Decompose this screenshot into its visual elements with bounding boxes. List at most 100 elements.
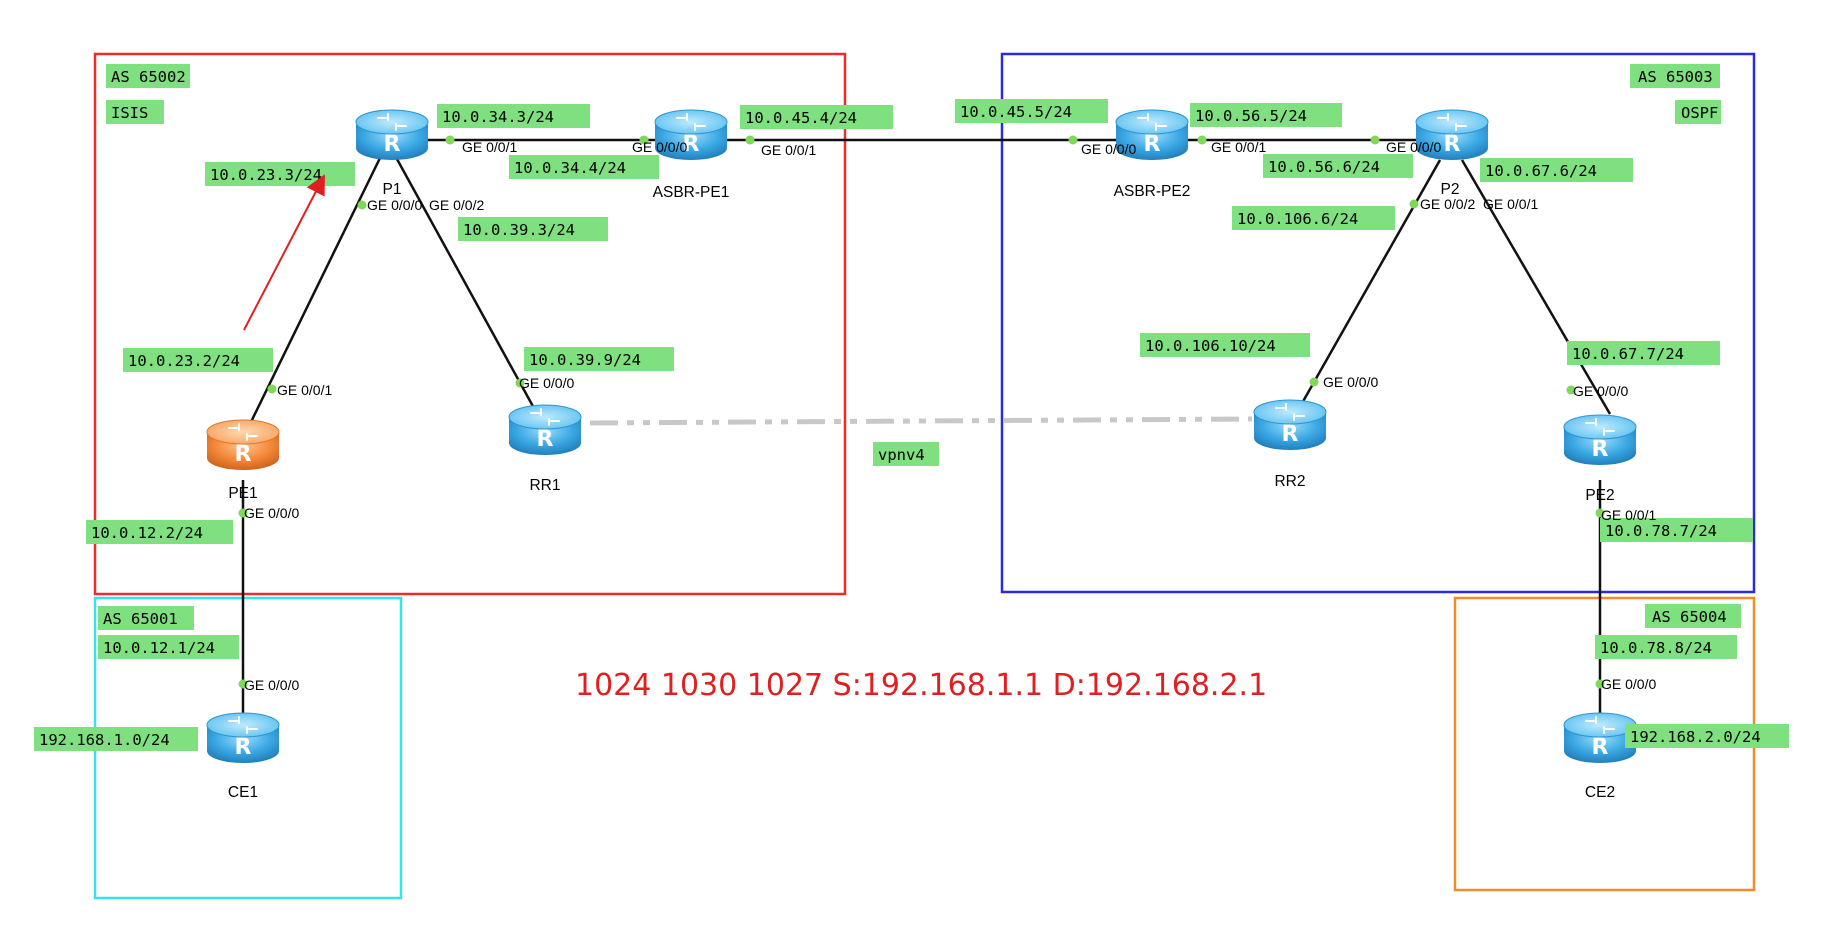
router-label: CE1 (228, 784, 258, 801)
router-label: ASBR-PE2 (1114, 183, 1191, 200)
port-label: GE 0/0/2 (429, 197, 484, 213)
port-dot (1309, 377, 1319, 387)
as-65003-region (1000, 52, 1756, 594)
port-label: GE 0/0/0 (244, 677, 299, 693)
router-glyph: R (537, 427, 554, 452)
as-65004-label: AS 65004 (1645, 604, 1741, 628)
router-label: PE1 (228, 485, 257, 502)
port-label: GE 0/0/1 (277, 382, 332, 398)
svg-text:10.0.39.9/24: 10.0.39.9/24 (529, 351, 641, 369)
port-dot (745, 135, 755, 145)
link-p1-rr1 (390, 149, 537, 411)
router-ce1[interactable]: R CE1 (206, 712, 280, 801)
port-label: GE 0/0/1 (1483, 196, 1538, 212)
router-label: RR2 (1274, 473, 1305, 490)
svg-text:10.0.106.6/24: 10.0.106.6/24 (1237, 210, 1358, 228)
port-dot (1197, 135, 1207, 145)
as-labels: AS 65002 ISIS AS 65003 OSPF AS 65001 AS … (98, 64, 1741, 630)
router-glyph: R (1444, 132, 1461, 157)
svg-text:10.0.34.3/24: 10.0.34.3/24 (442, 108, 554, 126)
router-icon-blue: R (1415, 109, 1489, 160)
port-dot (1409, 199, 1419, 209)
svg-text:10.0.56.5/24: 10.0.56.5/24 (1195, 107, 1307, 125)
svg-text:192.168.1.0/24: 192.168.1.0/24 (39, 731, 170, 749)
svg-text:10.0.12.1/24: 10.0.12.1/24 (103, 639, 215, 657)
port-label: GE 0/0/0 (244, 505, 299, 521)
ip-label: 10.0.56.5/24 (1190, 103, 1342, 127)
svg-text:vpnv4: vpnv4 (878, 446, 925, 464)
as-65003-label: AS 65003 (1630, 64, 1720, 88)
router-p2[interactable]: RP2 (1415, 109, 1489, 198)
router-rr1[interactable]: R RR1 (508, 404, 582, 494)
router-glyph: R (1282, 422, 1299, 447)
ip-label: 10.0.78.8/24 (1595, 635, 1737, 659)
as-65001-label: AS 65001 (98, 606, 194, 630)
svg-text:10.0.34.4/24: 10.0.34.4/24 (514, 159, 626, 177)
svg-text:10.0.12.2/24: 10.0.12.2/24 (91, 524, 203, 542)
port-dot (445, 135, 455, 145)
ip-label: 10.0.78.7/24 (1600, 518, 1753, 542)
port-label: GE 0/0/0 (1081, 141, 1136, 157)
path-annotation: 1024 1030 1027 S:192.168.1.1 D:192.168.2… (575, 668, 1267, 703)
router-icon-blue: R (1253, 399, 1327, 450)
router-label: ASBR-PE1 (653, 184, 730, 201)
svg-text:10.0.78.8/24: 10.0.78.8/24 (1600, 639, 1712, 657)
port-labels: GE 0/0/1 GE 0/0/0 GE 0/0/1 GE 0/0/0 GE 0… (244, 139, 1656, 693)
router-asbr_pe1[interactable]: R ASBR-PE1 (653, 109, 730, 201)
ospf-label: OSPF (1675, 100, 1721, 124)
svg-text:10.0.39.3/24: 10.0.39.3/24 (463, 221, 575, 239)
svg-text:10.0.56.6/24: 10.0.56.6/24 (1268, 158, 1380, 176)
links (241, 138, 1612, 725)
svg-text:AS 65004: AS 65004 (1652, 608, 1727, 626)
router-pe1[interactable]: R PE1 (206, 419, 280, 502)
svg-text:AS 65002: AS 65002 (111, 68, 186, 86)
port-dot (238, 508, 248, 518)
link-p2-pe2 (1460, 159, 1612, 415)
router-icon-blue: R (355, 109, 429, 160)
router-icon-blue: R (1563, 414, 1637, 465)
port-dots (238, 135, 1605, 689)
router-glyph: R (1592, 735, 1609, 760)
port-dot (1566, 385, 1576, 395)
port-label: GE 0/0/0 (1573, 383, 1628, 399)
ip-label: 10.0.67.7/24 (1567, 341, 1720, 365)
port-dot (1595, 508, 1605, 518)
port-dot (238, 679, 248, 689)
svg-text:10.0.67.7/24: 10.0.67.7/24 (1572, 345, 1684, 363)
port-dot (639, 135, 649, 145)
port-label: GE 0/0/1 (1211, 139, 1266, 155)
ip-label: 192.168.1.0/24 (34, 727, 198, 751)
ip-labels: 10.0.34.3/24 10.0.34.4/24 10.0.45.4/24 1… (34, 99, 1789, 751)
router-glyph: R (384, 132, 401, 157)
ip-label: 10.0.39.9/24 (524, 347, 674, 371)
svg-text:10.0.78.7/24: 10.0.78.7/24 (1605, 522, 1717, 540)
port-label: GE 0/0/2 (1420, 196, 1475, 212)
svg-text:10.0.23.2/24: 10.0.23.2/24 (128, 352, 240, 370)
router-glyph: R (235, 735, 252, 760)
port-dot (1370, 135, 1380, 145)
ip-label: 10.0.23.3/24 (205, 162, 355, 186)
router-icon-blue: R (654, 109, 728, 160)
router-label: PE2 (1585, 487, 1614, 504)
router-glyph: R (235, 442, 252, 467)
router-label: P1 (383, 181, 402, 198)
svg-text:10.0.45.5/24: 10.0.45.5/24 (960, 103, 1072, 121)
red-arrow-icon (243, 174, 325, 331)
as-65002-label: AS 65002 (106, 64, 190, 88)
router-label: RR1 (529, 477, 560, 494)
port-dot (267, 384, 277, 394)
svg-text:ISIS: ISIS (111, 104, 148, 122)
port-label: GE 0/0/1 (761, 142, 816, 158)
router-rr2[interactable]: R RR2 (1253, 399, 1327, 490)
svg-text:AS 65003: AS 65003 (1638, 68, 1713, 86)
ip-label: 10.0.56.6/24 (1263, 154, 1413, 178)
svg-text:OSPF: OSPF (1681, 104, 1718, 122)
router-p1[interactable]: R P1 (355, 109, 429, 198)
svg-text:192.168.2.0/24: 192.168.2.0/24 (1630, 728, 1761, 746)
ip-label: 192.168.2.0/24 (1625, 724, 1789, 748)
router-glyph: R (683, 132, 700, 157)
router-pe2[interactable]: R PE2 (1563, 414, 1637, 504)
